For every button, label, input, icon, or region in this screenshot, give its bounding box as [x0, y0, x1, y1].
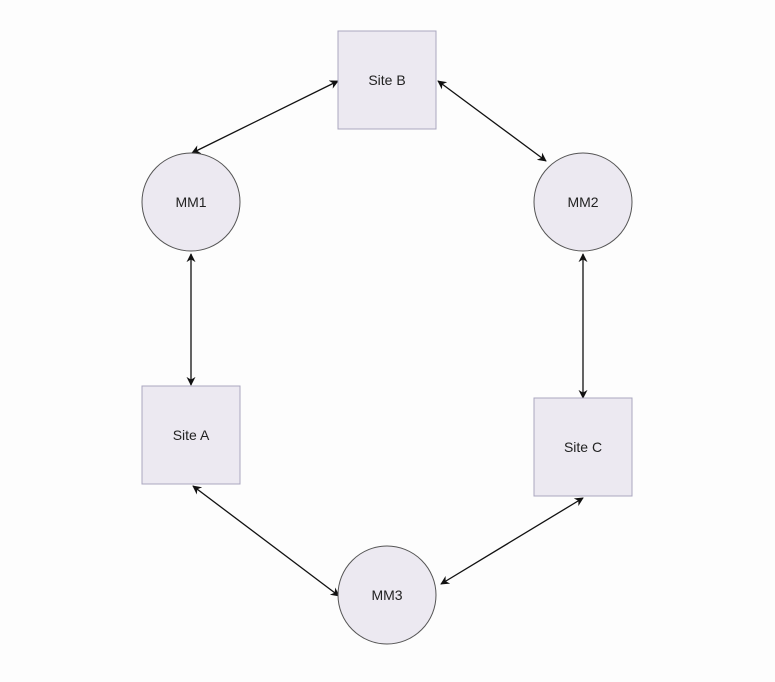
node-site-b-label: Site B — [368, 72, 405, 88]
node-site-a-box[interactable] — [141, 385, 241, 485]
node-mm2-circle[interactable] — [533, 152, 633, 252]
node-mm1-circle[interactable] — [141, 152, 241, 252]
node-site-c-box[interactable] — [533, 397, 633, 497]
node-site-c[interactable]: Site C — [533, 397, 633, 497]
node-mm1[interactable]: MM1 — [141, 152, 241, 252]
node-mm3[interactable]: MM3 — [337, 545, 437, 645]
edge-site-b-mm1 — [191, 80, 339, 154]
node-mm1-label: MM1 — [175, 194, 206, 210]
node-site-a[interactable]: Site A — [141, 385, 241, 485]
edge-site-c-mm3 — [440, 497, 584, 585]
node-mm2[interactable]: MM2 — [533, 152, 633, 252]
node-mm2-label: MM2 — [567, 194, 598, 210]
edge-site-b-mm2 — [437, 80, 547, 162]
node-site-c-label: Site C — [564, 439, 602, 455]
node-mm3-label: MM3 — [371, 587, 402, 603]
node-site-b-box[interactable] — [337, 30, 437, 130]
node-site-b[interactable]: Site B — [337, 30, 437, 130]
node-mm3-circle[interactable] — [337, 545, 437, 645]
node-site-a-label: Site A — [173, 427, 210, 443]
edges-layer — [186, 80, 588, 597]
edge-site-a-mm3 — [192, 485, 340, 597]
